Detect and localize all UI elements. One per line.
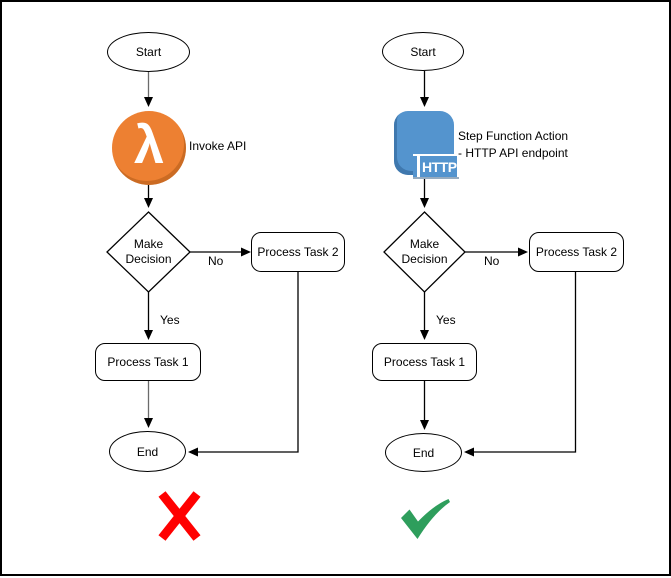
- right-task1-label: Process Task 1: [383, 355, 466, 369]
- right-end-label: End: [412, 445, 435, 460]
- left-task1-label: Process Task 1: [107, 355, 189, 369]
- right-icon-caption: Step Function Action - HTTP API endpoint: [458, 128, 568, 162]
- cross-icon: [158, 491, 201, 541]
- left-process-task-2: Process Task 2: [251, 232, 345, 272]
- edge-left-task2-to-end: [188, 272, 299, 457]
- right-process-task-2: Process Task 2: [529, 232, 624, 272]
- right-no-label: No: [484, 254, 500, 268]
- left-decision-diamond: [106, 211, 191, 293]
- lambda-glyph: λ: [133, 115, 165, 175]
- edge-right-task2-to-end: [464, 272, 577, 457]
- http-badge-divider: [417, 156, 420, 177]
- left-yes-label: Yes: [160, 313, 180, 327]
- right-process-task-1: Process Task 1: [372, 343, 477, 381]
- left-start-label: Start: [135, 45, 162, 59]
- left-no-label: No: [208, 254, 224, 268]
- right-yes-label: Yes: [436, 313, 456, 327]
- check-icon: [401, 499, 450, 539]
- right-decision-label: Make Decision: [401, 237, 448, 266]
- http-badge-label: HTTP: [422, 158, 457, 175]
- left-end-label: End: [136, 444, 159, 459]
- left-end-node: End: [109, 431, 186, 472]
- right-start-label: Start: [410, 44, 436, 59]
- right-end-node: End: [385, 433, 462, 472]
- left-decision-label: Make Decision: [125, 237, 172, 266]
- http-badge: HTTP: [413, 154, 459, 177]
- right-start-node: Start: [382, 32, 464, 71]
- right-task2-label: Process Task 2: [535, 245, 618, 259]
- right-icon-caption-line1: Step Function Action: [458, 129, 569, 143]
- left-task2-label: Process Task 2: [257, 245, 339, 259]
- right-icon-caption-line2: - HTTP API endpoint: [458, 146, 568, 160]
- aws-lambda-icon: λ: [112, 111, 186, 185]
- left-process-task-1: Process Task 1: [95, 343, 201, 381]
- left-start-node: Start: [107, 32, 190, 72]
- left-icon-caption: Invoke API: [189, 139, 247, 153]
- right-decision-diamond: [383, 211, 466, 293]
